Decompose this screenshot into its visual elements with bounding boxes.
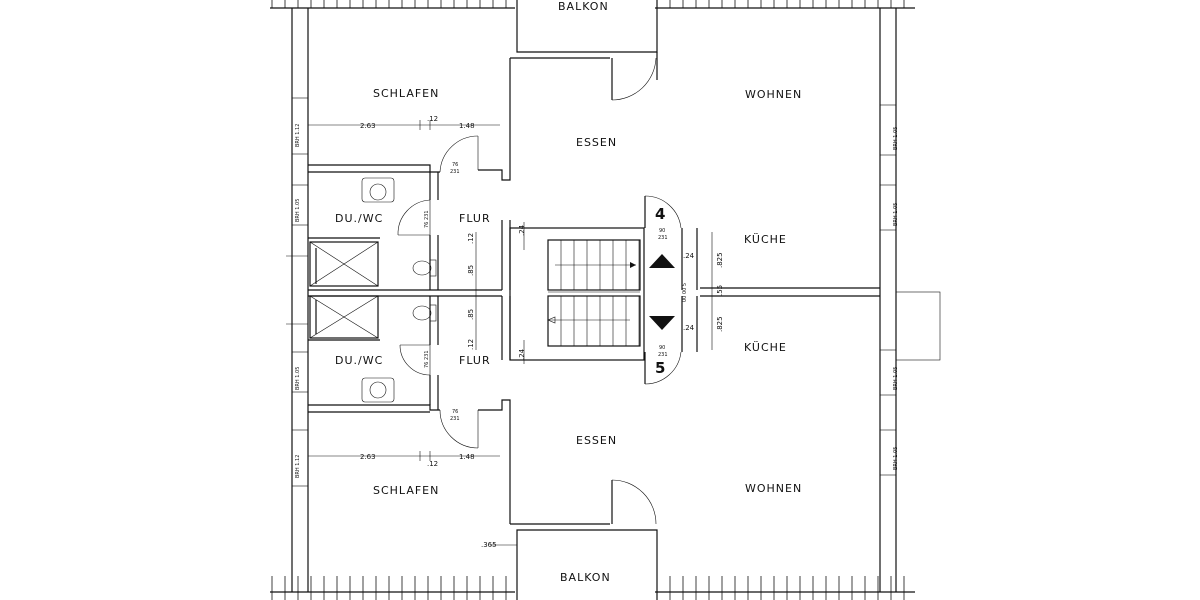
dim-flur-width-bottom: 1.48 (459, 453, 475, 461)
dim-flur-c: .85 (467, 309, 475, 320)
schlafen-door-bottom (439, 409, 479, 449)
dim-stair-b: .24 (518, 348, 526, 360)
apartment-number-lower: 5 (655, 359, 665, 377)
dim-kueche-c: .55 (716, 285, 724, 296)
room-label-essen-top: ESSEN (576, 136, 617, 149)
room-label-wohnen-top: WOHNEN (745, 88, 802, 101)
dim-door-top-h: 231 (450, 169, 460, 175)
dim-duwc-door-top: 76 231 (424, 211, 430, 229)
dim-wall-bottom: .12 (427, 460, 438, 468)
window-label-right-1: BRH 1.05 (893, 127, 899, 150)
balcony-door-top (611, 57, 657, 101)
balcony-door-bottom (611, 479, 657, 525)
schlafen-door-top (439, 135, 479, 173)
shower-top (309, 241, 379, 287)
room-label-duwc-top: DU./WC (335, 212, 383, 225)
dim-kueche-d: .825 (716, 316, 724, 332)
room-label-schlafen-bottom: SCHLAFEN (373, 484, 439, 497)
window-label-right-3: BRH 1.05 (893, 367, 899, 390)
dim-door-top-w: 76 (452, 162, 458, 168)
dim-entry-bottom-w: 90 (659, 345, 665, 351)
window-label-left-2: BRH 1.05 (295, 199, 301, 222)
window-label-right-2: BRH 1.05 (893, 203, 899, 226)
dim-entry-bottom-h: 231 (658, 352, 668, 358)
shaft-label: 00 00 5 (682, 283, 688, 302)
sink-bottom (361, 377, 395, 403)
entry-door-upper (644, 195, 698, 290)
dim-door-bottom-h: 231 (450, 416, 460, 422)
dim-kueche-a: .24 (683, 252, 695, 260)
roof-hatching (271, 0, 905, 600)
balcony-bottom (510, 523, 658, 600)
dim-stair-a: .24 (518, 224, 526, 236)
window-label-left-1: BRH 1.12 (295, 124, 301, 147)
room-label-balkon-bottom: BALKON (560, 571, 611, 584)
room-label-essen-bottom: ESSEN (576, 434, 617, 447)
dim-schlafen-width-bottom: 2.63 (360, 453, 376, 461)
dim-wall-top: .12 (427, 115, 438, 123)
dim-entry-top-h: 231 (658, 235, 668, 241)
room-label-kueche-top: KÜCHE (744, 233, 787, 246)
outer-walls (270, 7, 915, 593)
sink-top (361, 177, 395, 203)
dim-kueche-e: .24 (683, 324, 695, 332)
dim-kueche-b: .825 (716, 252, 724, 268)
window-label-right-4: BRH 1.05 (893, 447, 899, 470)
toilet-top (412, 259, 437, 277)
staircase (509, 227, 675, 361)
dim-duwc-door-bottom: 76 231 (424, 351, 430, 369)
dim-flur-a: .12 (467, 233, 475, 244)
dim-entry-top-w: 90 (659, 228, 665, 234)
up-arrow-icon (649, 254, 675, 268)
dim-corner: .365 (481, 541, 497, 549)
toilet-bottom (412, 304, 437, 322)
dimension-lines (308, 120, 713, 546)
dim-schlafen-width-top: 2.63 (360, 122, 376, 130)
window-label-left-4: BRH 1.12 (295, 455, 301, 478)
room-label-kueche-bottom: KÜCHE (744, 341, 787, 354)
dim-flur-width-top: 1.48 (459, 122, 475, 130)
balcony-top (510, 0, 658, 59)
room-label-schlafen-top: SCHLAFEN (373, 87, 439, 100)
apartment-number-upper: 4 (655, 205, 665, 223)
dim-door-bottom-w: 76 (452, 409, 458, 415)
bath-door-bottom (399, 344, 431, 376)
room-label-wohnen-bottom: WOHNEN (745, 482, 802, 495)
room-label-balkon-top: BALKON (558, 0, 609, 13)
windows (286, 97, 941, 487)
window-label-left-3: BRH 1.05 (295, 367, 301, 390)
room-label-flur-bottom: FLUR (459, 354, 491, 367)
bath-door-top (397, 199, 431, 236)
room-label-flur-top: FLUR (459, 212, 491, 225)
dim-flur-d: .12 (467, 339, 475, 350)
room-label-duwc-bottom: DU./WC (335, 354, 383, 367)
shower-bottom (309, 295, 379, 339)
dim-flur-b: .85 (467, 265, 475, 276)
down-arrow-icon (649, 316, 675, 330)
entry-door-lower (644, 296, 698, 385)
